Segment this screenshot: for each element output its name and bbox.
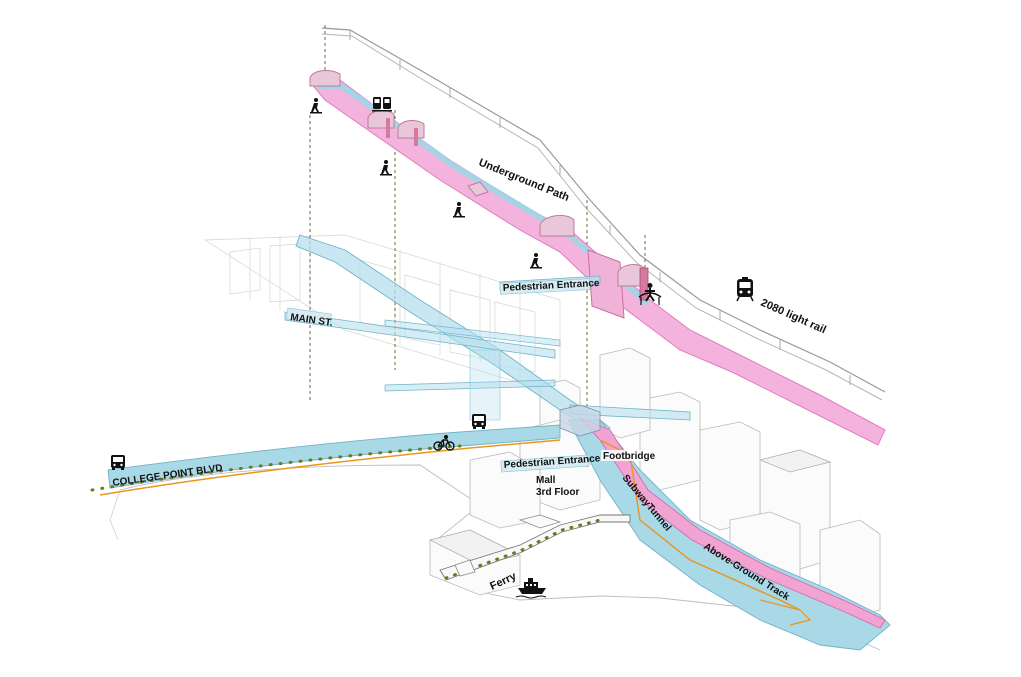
bus-icon (111, 414, 486, 470)
footbridge-label: Footbridge (603, 451, 656, 462)
footbridge-structure (559, 404, 601, 437)
corridor-network (284, 234, 691, 437)
light-rail-guideway (321, 27, 886, 401)
mall-label-line1: Mall (536, 475, 556, 486)
bicycle-icon (433, 434, 455, 451)
terrain-outline (109, 464, 881, 651)
ferry-pier (439, 514, 631, 581)
ferry-boat-icon (515, 578, 547, 599)
bus-train-icon (372, 97, 392, 112)
mall-label-line2: 3rd Floor (536, 487, 579, 498)
light-rail-label: 2080 light rail (759, 297, 828, 337)
underground-path (308, 70, 886, 446)
pedestrian-walk-icon (310, 98, 542, 269)
light-rail-train-icon (736, 277, 754, 302)
pedestrian-entrance-upper-label: Pedestrian Entrance (503, 278, 601, 294)
footbridge-person-icon (638, 283, 662, 305)
